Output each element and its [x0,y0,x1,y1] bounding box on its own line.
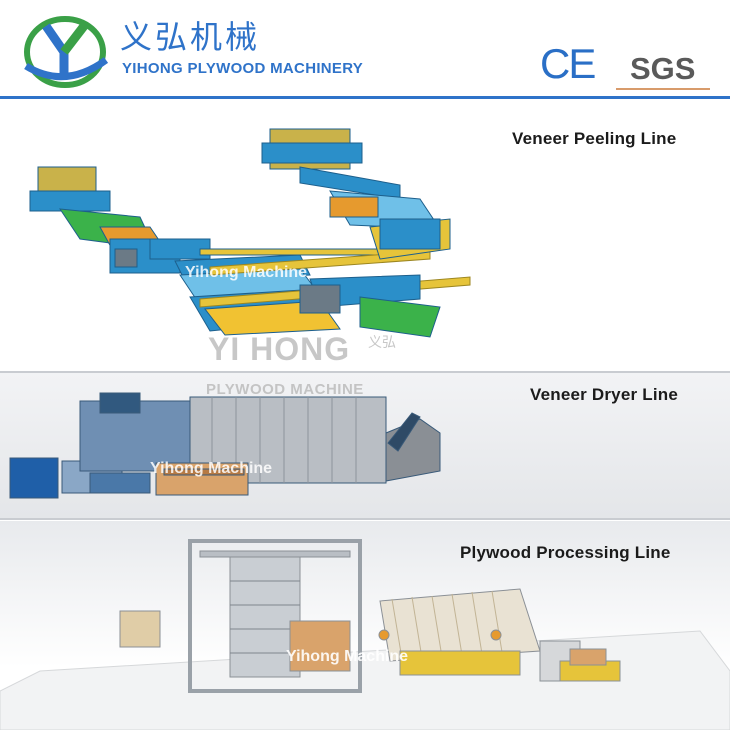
watermark-plywood-machine: PLYWOOD MACHINE [206,381,364,398]
section-separator-2 [0,518,730,520]
brand-name-english: YIHONG PLYWOOD MACHINERY [122,60,364,77]
plywood-processing-machine-image: Yihong Machine [0,539,730,730]
header-divider [0,96,730,99]
ce-mark: CE [540,40,596,87]
yihong-logo-icon [24,16,109,88]
veneer-peeling-title: Veneer Peeling Line [512,129,677,148]
section-3-watermark: Yihong Machine [286,648,408,665]
veneer-peeling-section: Yihong Machine Veneer Peeling Line YI HO… [0,99,730,371]
section-separator-1 [0,371,730,373]
veneer-dryer-section: Yihong Machine Veneer Dryer Line PLYWOOD… [0,373,730,518]
veneer-dryer-machine-image: Yihong Machine [9,392,441,499]
section-2-watermark: Yihong Machine [150,460,272,477]
veneer-dryer-title: Veneer Dryer Line [530,385,678,404]
plywood-processing-title: Plywood Processing Line [460,543,671,562]
watermark-yi-hong: YI HONG [208,331,351,367]
header: 义弘机械 YIHONG PLYWOOD MACHINERY CE SGS [0,0,730,96]
veneer-peeling-machine-image: Yihong Machine [29,128,471,338]
sgs-mark: SGS [630,51,696,86]
watermark-chinese: 义弘 [368,334,396,350]
plywood-processing-section: Yihong Machine Plywood Processing Line [0,521,730,730]
brand-name-chinese: 义弘机械 [120,18,261,56]
section-1-watermark: Yihong Machine [185,264,307,281]
sgs-underline [616,88,710,90]
